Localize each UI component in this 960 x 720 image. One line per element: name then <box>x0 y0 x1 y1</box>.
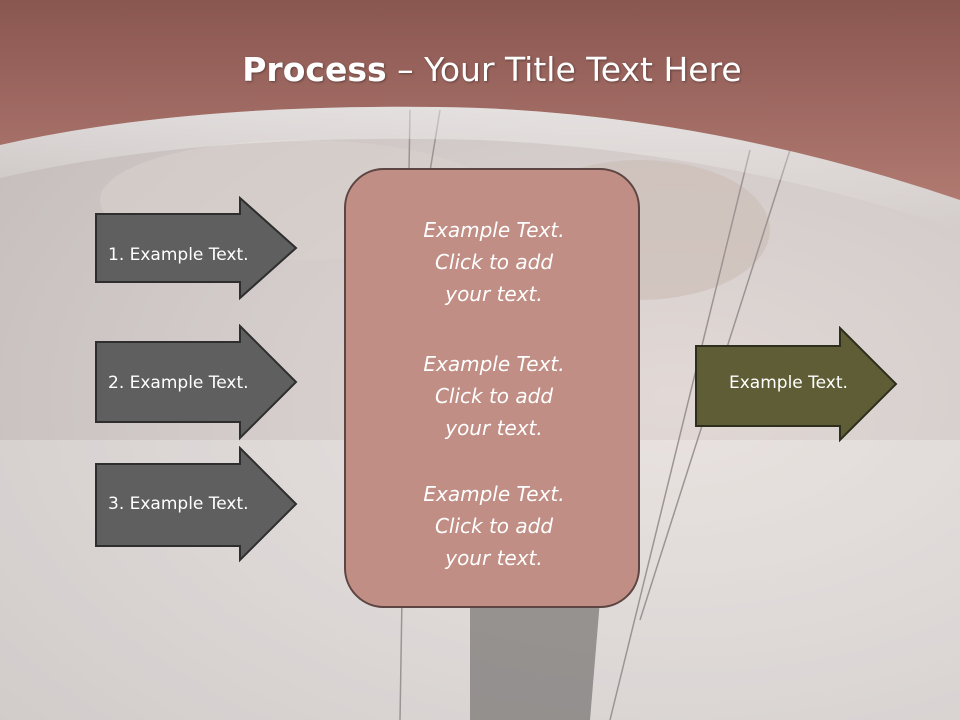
text-block-line: your text. <box>445 416 543 440</box>
slide-title[interactable]: Process – Your Title Text Here <box>0 50 960 89</box>
text-block-line: Click to add <box>434 514 554 538</box>
text-block-2: Example Text. Click to add your text. <box>346 348 642 444</box>
left-arrow-1-label: 1. Example Text. <box>108 245 249 265</box>
text-block-line: Example Text. <box>423 218 565 242</box>
left-arrow-3[interactable] <box>94 446 300 566</box>
text-block-1: Example Text. Click to add your text. <box>346 214 642 310</box>
left-arrow-1[interactable] <box>94 196 300 302</box>
text-block-line: your text. <box>445 282 543 306</box>
title-bold: Process <box>242 50 387 89</box>
left-arrow-2-label: 2. Example Text. <box>108 373 249 393</box>
text-block-line: your text. <box>445 546 543 570</box>
title-rest: – Your Title Text Here <box>386 50 742 89</box>
left-arrow-2[interactable] <box>94 324 300 442</box>
right-arrow-label: Example Text. <box>729 373 848 393</box>
center-text-box[interactable]: Example Text. Click to add your text. Ex… <box>344 168 640 608</box>
right-arrow[interactable] <box>694 326 900 444</box>
text-block-line: Click to add <box>434 384 554 408</box>
text-block-3: Example Text. Click to add your text. <box>346 478 642 574</box>
text-block-line: Example Text. <box>423 482 565 506</box>
text-block-line: Example Text. <box>423 352 565 376</box>
left-arrow-3-label: 3. Example Text. <box>108 494 249 514</box>
text-block-line: Click to add <box>434 250 554 274</box>
